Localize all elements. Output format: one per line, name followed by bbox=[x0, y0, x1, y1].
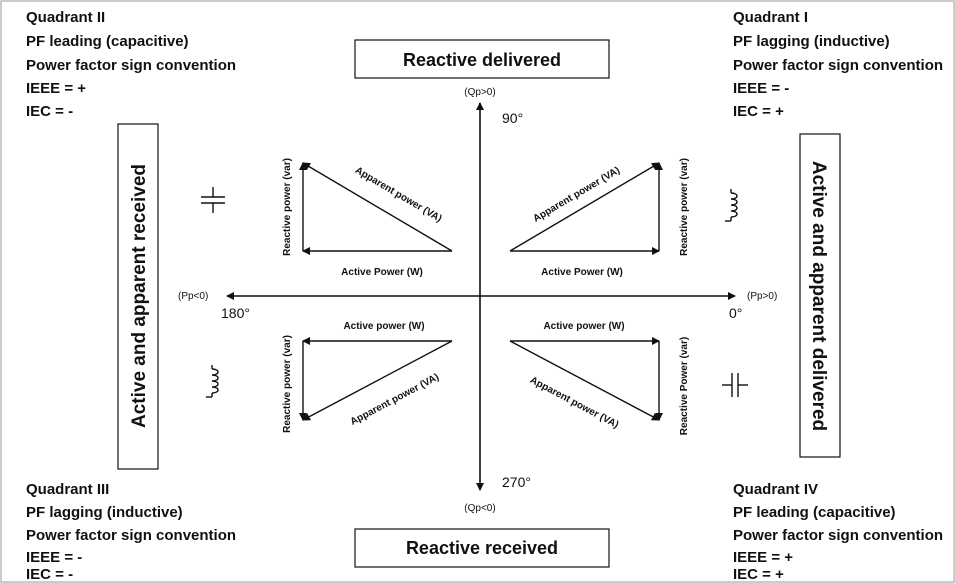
capacitor-icon bbox=[201, 187, 225, 213]
q4-active-label: Active power (W) bbox=[543, 321, 624, 332]
active-apparent-delivered-box: Active and apparent delivered bbox=[799, 133, 841, 458]
axis-label-qp-negative: (Qp<0) bbox=[464, 503, 495, 514]
axis-label-pp-negative: (Pp<0) bbox=[178, 291, 208, 302]
angle-270: 270° bbox=[502, 474, 531, 490]
q3-apparent-label: Apparent power (VA) bbox=[349, 372, 441, 428]
angle-90: 90° bbox=[502, 110, 523, 126]
quadrant-iii-convention: Power factor sign convention bbox=[26, 527, 236, 544]
quadrant-iii-iec: IEC = - bbox=[26, 566, 73, 583]
axis-label-qp-positive: (Qp>0) bbox=[464, 87, 495, 98]
quadrant-iv-iec: IEC = + bbox=[733, 566, 784, 583]
quadrant-iii-pf: PF lagging (inductive) bbox=[26, 504, 183, 521]
reactive-delivered-label: Reactive delivered bbox=[403, 50, 561, 70]
quadrant-i-iec: IEC = + bbox=[733, 103, 784, 120]
power-triangle-q2: Active Power (W) Reactive power (var) Ap… bbox=[282, 158, 453, 278]
quadrant-i-ieee: IEEE = - bbox=[733, 80, 789, 97]
quadrant-iii-title: Quadrant III bbox=[26, 481, 109, 498]
quadrant-i-pf: PF lagging (inductive) bbox=[733, 33, 890, 50]
q4-reactive-label: Reactive Power (var) bbox=[679, 337, 690, 435]
reactive-received-label: Reactive received bbox=[406, 538, 558, 558]
power-triangle-q3: Active power (W) Reactive power (var) Ap… bbox=[282, 321, 453, 433]
quadrant-ii-info: Quadrant II PF leading (capacitive) Powe… bbox=[26, 9, 236, 120]
q2-apparent-label: Apparent power (VA) bbox=[353, 165, 444, 225]
quadrant-ii-title: Quadrant II bbox=[26, 9, 105, 26]
q1-apparent-label: Apparent power (VA) bbox=[531, 165, 622, 225]
q4-apparent-label: Apparent power (VA) bbox=[528, 375, 620, 431]
quadrant-iv-title: Quadrant IV bbox=[733, 481, 818, 498]
quadrant-i-info: Quadrant I PF lagging (inductive) Power … bbox=[733, 9, 943, 120]
power-triangle-q4: Active power (W) Reactive Power (var) Ap… bbox=[509, 321, 690, 435]
q3-reactive-label: Reactive power (var) bbox=[282, 335, 293, 433]
capacitor-icon bbox=[722, 373, 748, 397]
active-apparent-received-label: Active and apparent received bbox=[129, 164, 150, 428]
q1-reactive-label: Reactive power (var) bbox=[679, 158, 690, 256]
quadrant-ii-iec: IEC = - bbox=[26, 103, 73, 120]
axis-label-pp-positive: (Pp>0) bbox=[747, 291, 777, 302]
q3-active-label: Active power (W) bbox=[343, 321, 424, 332]
axes: (Qp>0) (Qp<0) (Pp<0) (Pp>0) 90° 180° 0° … bbox=[178, 87, 777, 514]
inductor-icon bbox=[206, 365, 219, 398]
angle-0: 0° bbox=[729, 305, 742, 321]
reactive-received-box: Reactive received bbox=[354, 528, 610, 568]
active-apparent-received-box: Active and apparent received bbox=[117, 123, 159, 470]
power-triangle-q1: Active Power (W) Reactive power (var) Ap… bbox=[509, 158, 690, 278]
reactive-delivered-box: Reactive delivered bbox=[354, 39, 610, 79]
quadrant-ii-pf: PF leading (capacitive) bbox=[26, 33, 189, 50]
quadrant-iii-info: Quadrant III PF lagging (inductive) Powe… bbox=[26, 481, 236, 583]
quadrant-ii-ieee: IEEE = + bbox=[26, 80, 86, 97]
quadrant-i-convention: Power factor sign convention bbox=[733, 57, 943, 74]
quadrant-i-title: Quadrant I bbox=[733, 9, 808, 26]
active-apparent-delivered-label: Active and apparent delivered bbox=[808, 161, 829, 431]
q2-active-label: Active Power (W) bbox=[341, 267, 423, 278]
inductor-icon bbox=[725, 189, 738, 222]
q1-active-label: Active Power (W) bbox=[541, 267, 623, 278]
angle-180: 180° bbox=[221, 305, 250, 321]
quadrant-ii-convention: Power factor sign convention bbox=[26, 57, 236, 74]
quadrant-iv-ieee: IEEE = + bbox=[733, 549, 793, 566]
quadrant-iv-info: Quadrant IV PF leading (capacitive) Powe… bbox=[733, 481, 943, 583]
quadrant-iv-convention: Power factor sign convention bbox=[733, 527, 943, 544]
q2-reactive-label: Reactive power (var) bbox=[282, 158, 293, 256]
quadrant-iv-pf: PF leading (capacitive) bbox=[733, 504, 896, 521]
quadrant-iii-ieee: IEEE = - bbox=[26, 549, 82, 566]
